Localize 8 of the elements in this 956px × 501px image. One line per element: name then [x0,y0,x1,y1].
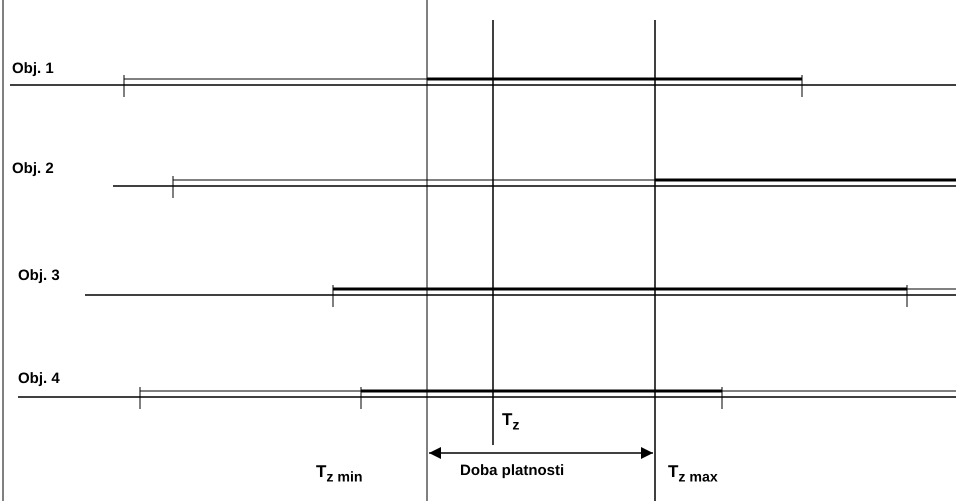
row-label: Obj. 2 [12,160,54,177]
row-label: Obj. 4 [18,370,60,387]
time-label: T$_{z max}$ [668,462,718,486]
row-label: Obj. 1 [12,60,54,77]
dimension-label: Doba platnosti [460,462,564,479]
time-label: T$_{z}$ [502,410,520,434]
time-label: T$_{z min}$ [316,462,363,486]
row-label: Obj. 3 [18,267,60,284]
